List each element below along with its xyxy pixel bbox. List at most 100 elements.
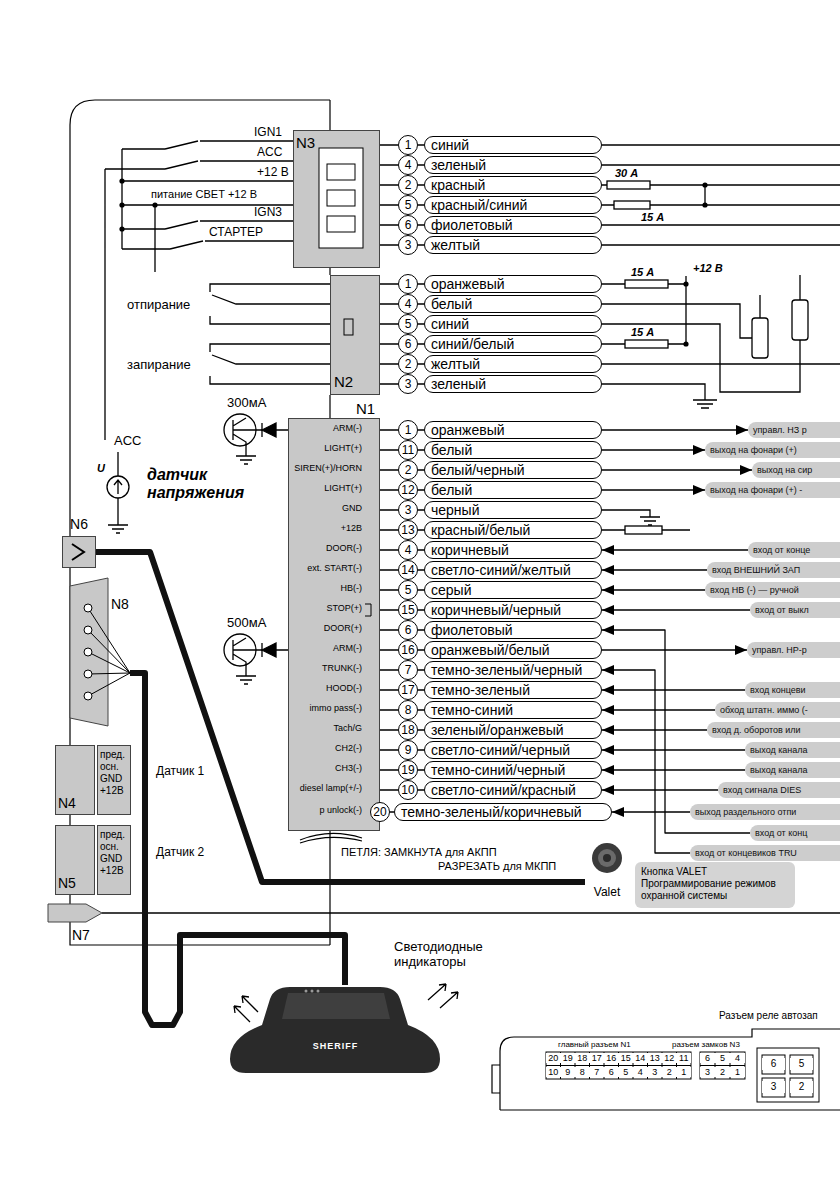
node-text: выход на фонари (+) xyxy=(710,446,797,455)
sensor-pinout: пред. осн. GND +12В xyxy=(97,745,131,815)
wire-connector xyxy=(602,469,752,470)
pin-number: 4 xyxy=(398,294,418,314)
node-text: N2 xyxy=(334,373,353,390)
wire-color: оранжевый xyxy=(424,421,602,439)
pin-cell-number: 17 xyxy=(590,1053,605,1063)
node-text: фиолетовый xyxy=(431,623,513,637)
node-text: immo pass(-) xyxy=(309,703,362,713)
node-text: 9 xyxy=(405,744,412,756)
signal-label: вход от выкл xyxy=(750,602,840,618)
wire-color: красный xyxy=(424,176,602,194)
wire-connector xyxy=(602,709,715,710)
connector-n2-shape xyxy=(344,319,353,335)
connector-pin-grid xyxy=(790,1055,813,1074)
node-text: темно-зеленый/черный xyxy=(431,663,582,677)
connector-n3-shape xyxy=(327,164,355,180)
node-text: оранжевый/белый xyxy=(431,643,550,657)
annotation: отпирание xyxy=(126,298,191,313)
pin-number: 17 xyxy=(398,680,418,700)
connector-n6: N6 xyxy=(62,516,96,568)
led-indicator-module: SHERIFF xyxy=(228,985,443,1075)
junction-dot xyxy=(119,178,124,183)
node-text: выход раздельного отпи xyxy=(695,808,796,817)
node-text: ext. START(-) xyxy=(307,563,362,573)
fuse-symbol xyxy=(614,201,650,209)
pin-cell-number: 1 xyxy=(730,1067,745,1077)
node-text: 5 xyxy=(405,318,412,330)
node-text: N7 xyxy=(72,927,90,943)
connector-n1: N1ARM(-)LIGHT(+)SIREN(+)/HORNLIGHT(+)GND… xyxy=(288,400,380,832)
node-text: серый xyxy=(431,583,471,597)
pin-stub xyxy=(380,145,424,812)
node-text: STOP(+) xyxy=(326,603,362,613)
annotation: запирание xyxy=(126,358,192,373)
door-actuator xyxy=(792,300,808,340)
connector-n4-shape xyxy=(56,746,95,815)
wire-connector xyxy=(602,670,690,853)
loop-jumper xyxy=(300,833,362,843)
node-text: 4 xyxy=(405,544,412,556)
pin-number: 14 xyxy=(398,560,418,580)
ignition-switches xyxy=(105,141,293,440)
signal-label: вход сигнала DIES xyxy=(718,782,840,798)
wire-connector xyxy=(602,689,745,690)
signal-label: выход на фонари (+) - xyxy=(705,482,840,498)
valet-button: Valet xyxy=(585,842,629,906)
node-text: вход от конце xyxy=(753,546,810,555)
fuse-symbol xyxy=(607,181,650,189)
wire-color: белый xyxy=(424,481,602,499)
led-indicator-module-shape xyxy=(228,985,443,1075)
pin-number: 18 xyxy=(398,720,418,740)
node-text: фиолетовый xyxy=(431,218,513,232)
pin-number: 16 xyxy=(398,640,418,660)
signal-label: вход от концевиков TRU xyxy=(690,845,840,861)
pin-number: 3 xyxy=(398,500,418,520)
node-text: 8 xyxy=(405,704,412,716)
pin-cell-number: 3 xyxy=(700,1067,715,1077)
node-text: GND xyxy=(342,503,362,513)
annotation: ACC xyxy=(256,146,283,160)
transistor-symbol xyxy=(224,414,288,684)
node-text: 2 xyxy=(405,179,412,191)
pin-cell-number: 7 xyxy=(590,1067,605,1077)
junction-dot xyxy=(119,202,124,207)
connector-pin-grid xyxy=(790,1078,813,1097)
wire-color: оранжевый xyxy=(424,275,602,293)
pin-number: 4 xyxy=(398,155,418,175)
node-text: разъем замков N3 xyxy=(672,1040,740,1049)
annotation: Светодиодные индикаторы xyxy=(393,940,493,970)
wire-color: зеленый/оранжевый xyxy=(424,721,602,739)
pin-number: 1 xyxy=(398,274,418,294)
node-text: желтый xyxy=(431,238,480,252)
pin-number: 6 xyxy=(398,334,418,354)
node-text: выход на сир xyxy=(757,466,812,475)
wire-connector xyxy=(602,449,705,450)
node-text: 19 xyxy=(401,764,414,776)
connector-n5: N5 xyxy=(55,825,95,895)
wire-connector xyxy=(602,769,745,770)
connector-n2-shape xyxy=(331,276,380,395)
node-text: 2 xyxy=(405,358,412,370)
pin-cell-number: 6 xyxy=(700,1053,715,1063)
pin-number: 3 xyxy=(398,374,418,394)
node-text: 1 xyxy=(405,278,412,290)
wire-connector xyxy=(602,569,707,570)
node-text: N8 xyxy=(111,596,129,612)
node-text: 5 xyxy=(405,584,412,596)
connector-n8-shape xyxy=(88,608,130,696)
connector-pin-grid xyxy=(700,1052,745,1079)
led-indicator-module-shape xyxy=(305,990,308,993)
pin-number: 6 xyxy=(398,620,418,640)
node-text: обход штатн. иммо (- xyxy=(720,706,808,715)
connector-n5-shape xyxy=(56,826,95,895)
pin-number: 2 xyxy=(398,175,418,195)
wire-color: фиолетовый xyxy=(424,621,602,639)
node-text: +12В xyxy=(341,523,362,533)
connector-n1-shape xyxy=(365,604,371,616)
node-text: SHERIFF xyxy=(228,1041,443,1051)
pin-cell-number: 5 xyxy=(715,1053,730,1063)
pin-cell-number: 10 xyxy=(546,1067,561,1077)
node-text: 14 xyxy=(401,564,414,576)
